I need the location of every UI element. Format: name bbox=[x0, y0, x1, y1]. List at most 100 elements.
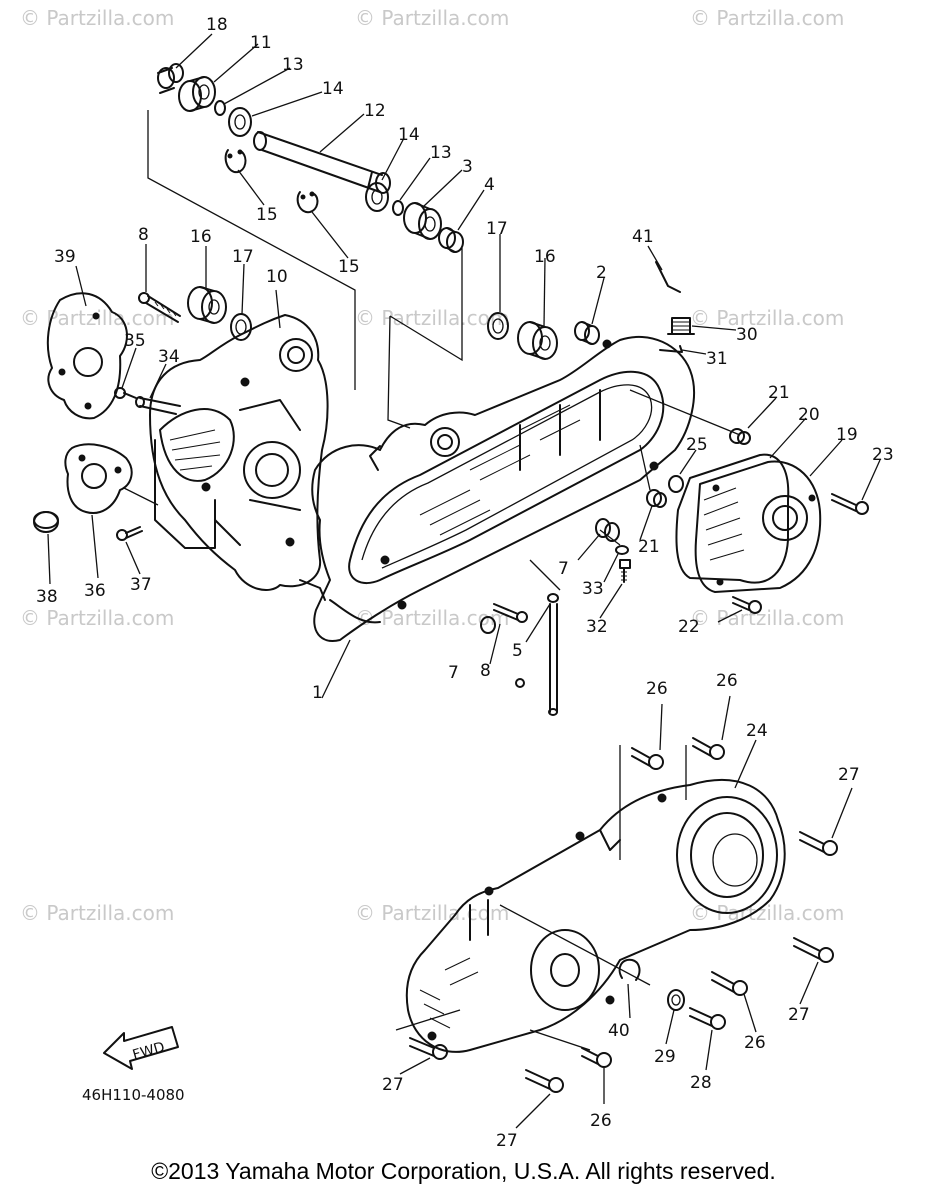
reference-lines-shaft bbox=[147, 110, 463, 429]
pin-34 bbox=[135, 396, 181, 415]
shaft-12 bbox=[253, 131, 391, 194]
fwd-label: FWD bbox=[131, 1039, 167, 1063]
label-32: 32 bbox=[586, 617, 608, 637]
label-16: 16 bbox=[190, 227, 212, 247]
watermark: © Partzilla.com bbox=[690, 901, 844, 925]
bolt-27-c bbox=[525, 1069, 564, 1093]
dowel-7-upper bbox=[595, 518, 620, 542]
label-33: 33 bbox=[582, 579, 604, 599]
label-40: 40 bbox=[608, 1021, 630, 1041]
watermark: © Partzilla.com bbox=[20, 606, 174, 630]
part-25 bbox=[668, 475, 684, 493]
screw-35 bbox=[114, 387, 137, 399]
cover-36 bbox=[64, 443, 159, 514]
washer-small bbox=[515, 678, 525, 688]
label-26: 26 bbox=[590, 1111, 612, 1131]
clip-31 bbox=[659, 345, 683, 353]
label-2: 2 bbox=[596, 263, 607, 283]
label-26: 26 bbox=[716, 671, 738, 691]
label-11: 11 bbox=[250, 33, 272, 53]
cap-38 bbox=[33, 511, 59, 533]
label-34: 34 bbox=[158, 347, 180, 367]
right-side-parts bbox=[480, 261, 869, 716]
oring-13-lower bbox=[392, 200, 404, 216]
bearing-3 bbox=[403, 202, 442, 240]
label-27: 27 bbox=[838, 765, 860, 785]
dowel-7-lower bbox=[480, 616, 496, 634]
washer-33 bbox=[615, 545, 629, 555]
bolt-23 bbox=[831, 493, 869, 515]
label-8: 8 bbox=[480, 661, 491, 681]
bolt-26-a bbox=[631, 747, 664, 770]
bolt-32 bbox=[619, 559, 631, 583]
watermark: © Partzilla.com bbox=[690, 606, 844, 630]
label-25: 25 bbox=[686, 435, 708, 455]
label-3: 3 bbox=[462, 157, 473, 177]
label-26: 26 bbox=[646, 679, 668, 699]
label-27: 27 bbox=[496, 1131, 518, 1151]
label-13: 13 bbox=[430, 143, 452, 163]
dowel-2 bbox=[574, 321, 600, 345]
shaft-assembly bbox=[157, 63, 464, 253]
left-side-parts bbox=[33, 286, 329, 591]
bearing-16-right bbox=[517, 321, 558, 360]
label-8: 8 bbox=[138, 225, 149, 245]
watermark: © Partzilla.com bbox=[355, 901, 509, 925]
crankcase-cover-24 bbox=[395, 745, 786, 1053]
label-41: 41 bbox=[632, 227, 654, 247]
bearing-16-left bbox=[187, 286, 227, 324]
bolt-8-lower bbox=[493, 603, 528, 623]
label-39: 39 bbox=[54, 247, 76, 267]
leader-lines bbox=[47, 33, 881, 1129]
bolt-27-a bbox=[799, 831, 838, 856]
gasket-20 bbox=[675, 453, 790, 584]
label-7: 7 bbox=[448, 663, 459, 683]
label-14: 14 bbox=[398, 125, 420, 145]
cover-bolts bbox=[409, 737, 838, 1093]
clip-40 bbox=[618, 958, 641, 981]
label-29: 29 bbox=[654, 1047, 676, 1067]
diagram-code: 46H110-4080 bbox=[82, 1086, 185, 1104]
label-37: 37 bbox=[130, 575, 152, 595]
dowel-21-lower bbox=[646, 489, 667, 508]
stud-5 bbox=[547, 593, 559, 716]
bolt-27-d bbox=[409, 1037, 448, 1060]
label-17: 17 bbox=[232, 247, 254, 267]
crankcase-1 bbox=[299, 335, 696, 642]
watermark: © Partzilla.com bbox=[355, 306, 509, 330]
label-20: 20 bbox=[798, 405, 820, 425]
circlip-15-upper bbox=[224, 149, 247, 174]
bolt-8 bbox=[138, 292, 181, 323]
oring-13 bbox=[214, 100, 226, 116]
label-24: 24 bbox=[746, 721, 768, 741]
label-27: 27 bbox=[788, 1005, 810, 1025]
label-27: 27 bbox=[382, 1075, 404, 1095]
label-28: 28 bbox=[690, 1073, 712, 1093]
washer-29 bbox=[667, 989, 685, 1011]
bearing-11 bbox=[178, 76, 216, 112]
seal-17-right bbox=[487, 312, 509, 340]
label-19: 19 bbox=[836, 425, 858, 445]
collar-18 bbox=[157, 63, 184, 94]
screw-37 bbox=[116, 526, 143, 541]
label-30: 30 bbox=[736, 325, 758, 345]
label-22: 22 bbox=[678, 617, 700, 637]
bolt-28 bbox=[689, 1007, 726, 1030]
label-13: 13 bbox=[282, 55, 304, 75]
part-number-labels: 18 11 13 14 12 14 13 3 4 15 15 8 16 17 1… bbox=[36, 15, 894, 1151]
label-1: 1 bbox=[312, 683, 323, 703]
bolt-26-c bbox=[711, 971, 748, 996]
watermark: © Partzilla.com bbox=[690, 6, 844, 30]
fwd-arrow: FWD bbox=[103, 1026, 179, 1070]
label-7: 7 bbox=[558, 559, 569, 579]
watermark: © Partzilla.com bbox=[20, 6, 174, 30]
label-15: 15 bbox=[338, 257, 360, 277]
crankcase-half-10 bbox=[149, 314, 329, 591]
label-21: 21 bbox=[768, 383, 790, 403]
label-26: 26 bbox=[744, 1033, 766, 1053]
label-31: 31 bbox=[706, 349, 728, 369]
reference-lines-right bbox=[529, 389, 741, 591]
label-35: 35 bbox=[124, 331, 146, 351]
plate-39 bbox=[46, 292, 128, 420]
